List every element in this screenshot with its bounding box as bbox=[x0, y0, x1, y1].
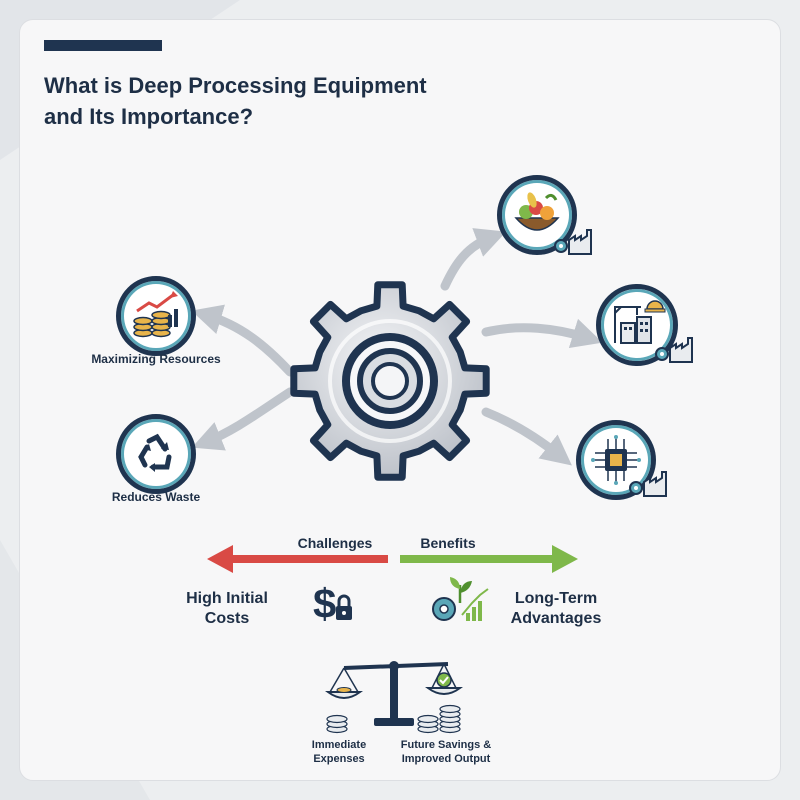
arrow-to-microchip bbox=[481, 407, 572, 466]
benefits-label: Benefits bbox=[420, 535, 476, 551]
accent-bar bbox=[44, 40, 162, 51]
long-term-advantages-line-2: Advantages bbox=[510, 610, 602, 627]
immediate-expenses-line-2: Expenses bbox=[313, 753, 365, 765]
growth-gear-plant-icon bbox=[432, 577, 489, 621]
gear-factory-icon bbox=[655, 337, 693, 363]
benefits-arrow bbox=[400, 545, 578, 573]
arrow-to-maximizing-resources bbox=[191, 304, 295, 377]
svg-text:$: $ bbox=[313, 580, 336, 627]
reduces-waste-label: Reduces Waste bbox=[111, 490, 201, 504]
arrow-to-reduces-waste bbox=[191, 387, 295, 451]
high-initial-costs-line-1: High Initial bbox=[186, 590, 268, 607]
page-title: What is Deep Processing Equipment and It… bbox=[44, 70, 564, 132]
long-term-advantages-line-1: Long-Term bbox=[514, 590, 598, 607]
high-initial-costs-line-2: Costs bbox=[204, 610, 250, 627]
microchip-icon bbox=[591, 435, 641, 485]
challenges-label: Challenges bbox=[297, 535, 373, 551]
recycle-icon bbox=[138, 433, 172, 472]
challenges-arrow bbox=[207, 545, 388, 573]
food-bowl-icon bbox=[514, 192, 560, 231]
gear-icon bbox=[290, 281, 490, 481]
high-initial-costs-label: High Initial Costs bbox=[170, 589, 284, 629]
connector-arrows bbox=[191, 228, 603, 466]
future-savings-line-1: Future Savings & bbox=[400, 739, 492, 751]
long-term-advantages-label: Long-Term Advantages bbox=[496, 589, 616, 629]
maximizing-resources-label: Maximizing Resources bbox=[91, 352, 221, 366]
gear-factory-icon bbox=[629, 471, 667, 497]
immediate-expenses-line-1: Immediate bbox=[311, 739, 367, 751]
coins-growth-chart-icon bbox=[133, 291, 178, 338]
future-savings-line-2: Improved Output bbox=[401, 753, 491, 765]
balance-scale-icon bbox=[324, 661, 464, 726]
immediate-expenses-label: Immediate Expenses bbox=[296, 738, 382, 766]
small-coin-stack-icon bbox=[326, 714, 348, 734]
arrow-to-food bbox=[440, 228, 507, 291]
large-coin-stack-icon bbox=[417, 704, 461, 734]
construction-buildings-icon bbox=[614, 300, 666, 344]
dollar-lock-icon: $ bbox=[313, 580, 352, 627]
reduces-waste-circle bbox=[116, 414, 196, 494]
title-line-1: What is Deep Processing Equipment bbox=[44, 73, 427, 98]
arrow-to-buildings bbox=[481, 318, 603, 349]
title-line-2: and Its Importance? bbox=[44, 104, 254, 129]
maximizing-resources-circle bbox=[116, 276, 196, 356]
gear-factory-icon bbox=[554, 229, 592, 255]
future-savings-label: Future Savings & Improved Output bbox=[384, 738, 508, 766]
